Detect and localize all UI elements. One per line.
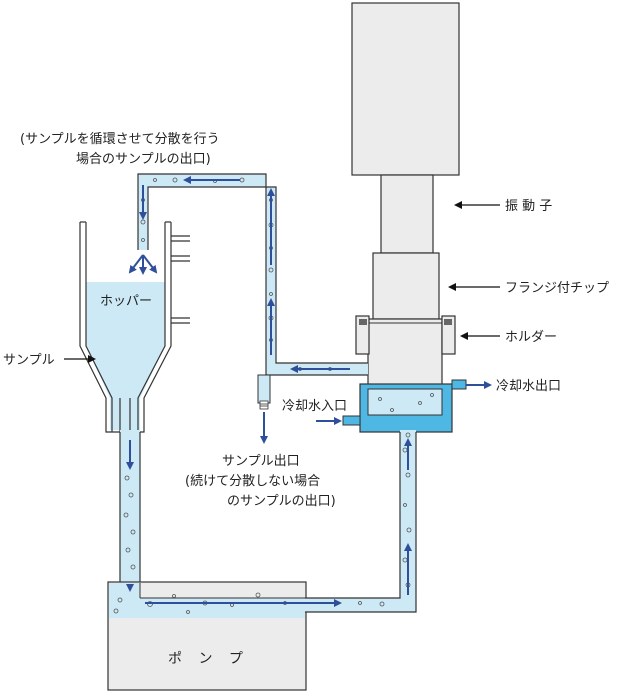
coolant-in-label: 冷却水入口	[282, 399, 347, 414]
circulation-pipe-liquid	[138, 174, 368, 375]
sample-label: サンプル	[3, 353, 55, 368]
coolant-out-label: 冷却水出口	[496, 379, 561, 394]
sample-outlet-pipe	[257, 374, 271, 404]
circulation-label-line1: (サンプルを循環させて分散を行う	[20, 132, 220, 147]
flange-tip-label: フランジ付チップ	[505, 281, 609, 296]
single-pass-label-line2: のサンプルの出口)	[227, 494, 336, 509]
hopper-label: ホッパー	[100, 294, 152, 309]
coolant-inlet-pipe	[342, 415, 361, 426]
hopper-liquid	[86, 282, 165, 430]
feed-pipe-liquid	[305, 430, 416, 612]
single-pass-label-line1: (続けて分散しない場合	[185, 474, 320, 489]
pointer-arrows	[64, 201, 500, 363]
vibrator-neck	[380, 174, 434, 254]
processing-chamber	[367, 388, 443, 416]
coolant-outlet-pipe	[451, 379, 467, 390]
pump-liquid	[109, 583, 305, 618]
holder-clamp-right	[441, 315, 456, 355]
pump-label: ポ ン プ	[168, 651, 249, 667]
holder-clamp-left	[355, 315, 370, 355]
flange-tip	[372, 252, 440, 320]
holder-body	[367, 318, 443, 390]
hopper-outline	[79, 222, 172, 433]
sample-outlet-label: サンプル出口	[222, 454, 300, 469]
circulation-label-line2: 場合のサンプルの出口)	[76, 152, 211, 167]
holder-label: ホルダー	[505, 330, 557, 345]
flow-arrows	[126, 176, 492, 607]
vibrator-label: 振 動 子	[505, 199, 552, 214]
vibrator-body	[351, 2, 460, 176]
